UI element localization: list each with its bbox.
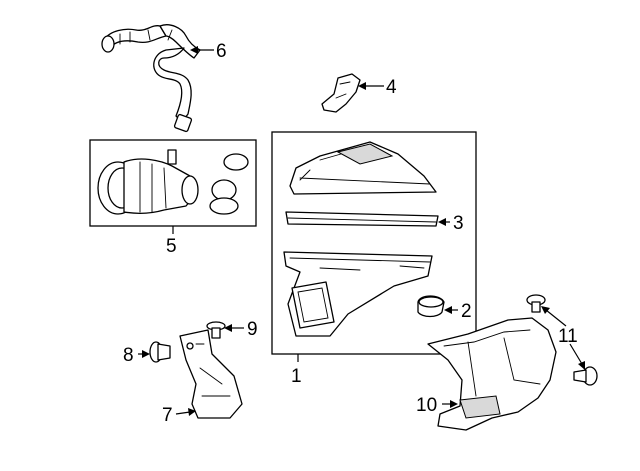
grommet-part-2 — [417, 295, 445, 318]
air-filter-part-3 — [285, 211, 439, 227]
callout-8: 8 — [123, 345, 134, 366]
callout-9: 9 — [247, 319, 258, 340]
clip-part-8 — [149, 341, 171, 363]
bracket-part-7 — [179, 329, 243, 419]
part-1-box — [271, 131, 477, 355]
callout-4: 4 — [386, 77, 397, 98]
leader-lines — [138, 46, 585, 416]
callout-6: 6 — [216, 41, 227, 62]
callout-1: 1 — [291, 366, 302, 387]
callout-3: 3 — [453, 213, 464, 234]
push-pins-part-11 — [526, 294, 598, 386]
intake-duct-part-5 — [97, 149, 249, 215]
callout-7: 7 — [162, 405, 173, 426]
callout-10: 10 — [416, 395, 437, 416]
air-cleaner-cover — [289, 141, 437, 195]
deflector-part-10 — [427, 317, 557, 431]
callout-11: 11 — [558, 326, 578, 347]
vent-hose-part-6 — [101, 24, 201, 133]
callout-5: 5 — [166, 236, 177, 257]
sensor-part-4 — [321, 73, 361, 113]
callout-2: 2 — [461, 301, 472, 322]
push-pin-part-9 — [206, 321, 226, 339]
callout-labels: 6 4 5 3 2 1 9 8 7 10 11 — [123, 41, 578, 426]
air-cleaner-housing — [283, 251, 433, 337]
